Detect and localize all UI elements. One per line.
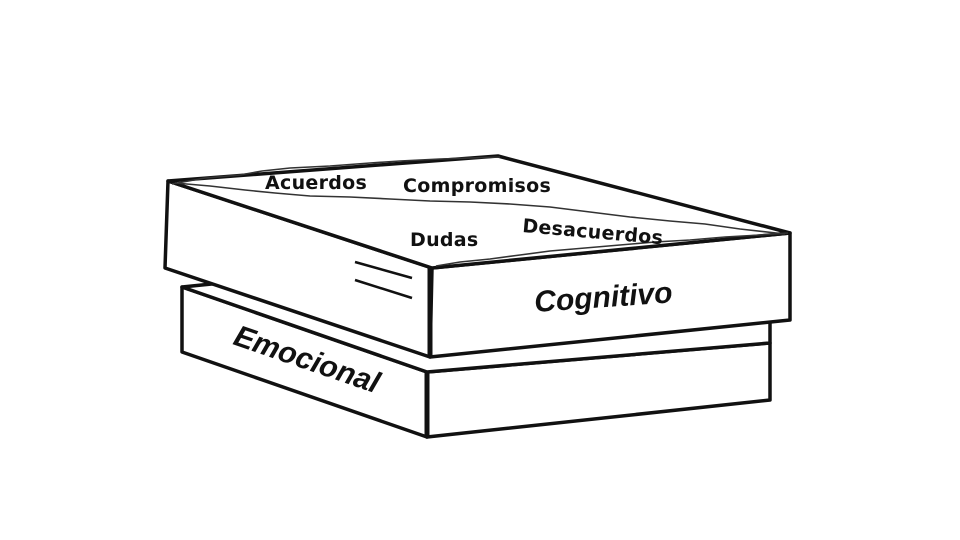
front-face-mark-2 bbox=[354, 278, 413, 300]
torn-edge-front bbox=[435, 232, 789, 267]
upper-box bbox=[163, 154, 792, 359]
label-dudas: Dudas bbox=[410, 229, 479, 251]
label-acuerdos: Acuerdos bbox=[265, 172, 367, 194]
torn-edge-middle bbox=[174, 182, 786, 235]
torn-edge-back bbox=[171, 156, 501, 185]
label-compromisos: Compromisos bbox=[403, 175, 551, 197]
upper-box-top-face bbox=[166, 154, 792, 270]
front-face-mark-1 bbox=[354, 260, 413, 280]
